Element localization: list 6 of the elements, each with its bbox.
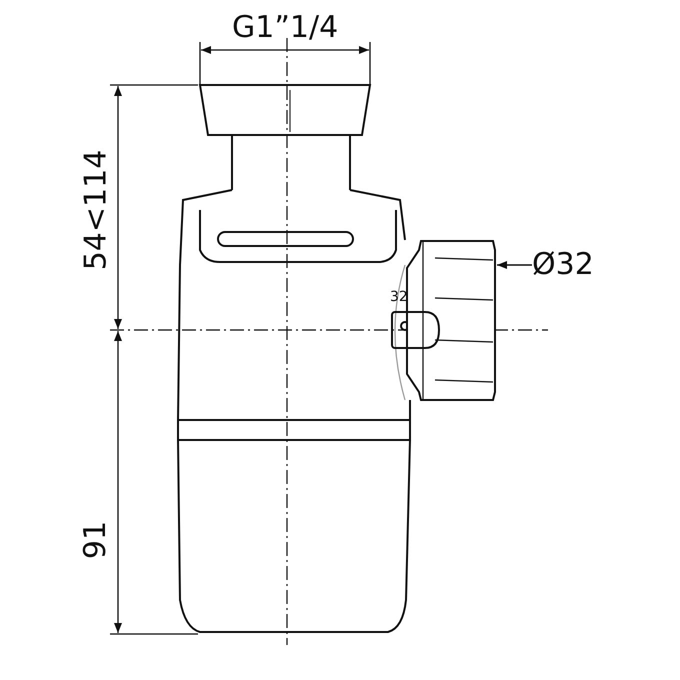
size-marking: 32 (390, 290, 408, 304)
dimension-label: Ø32 (532, 248, 602, 282)
dimension-label: 54<114 (80, 150, 111, 270)
dimension-label: G1”1/4 (232, 13, 338, 43)
dimension-label: 91 (81, 520, 112, 560)
leader-line (497, 261, 532, 269)
